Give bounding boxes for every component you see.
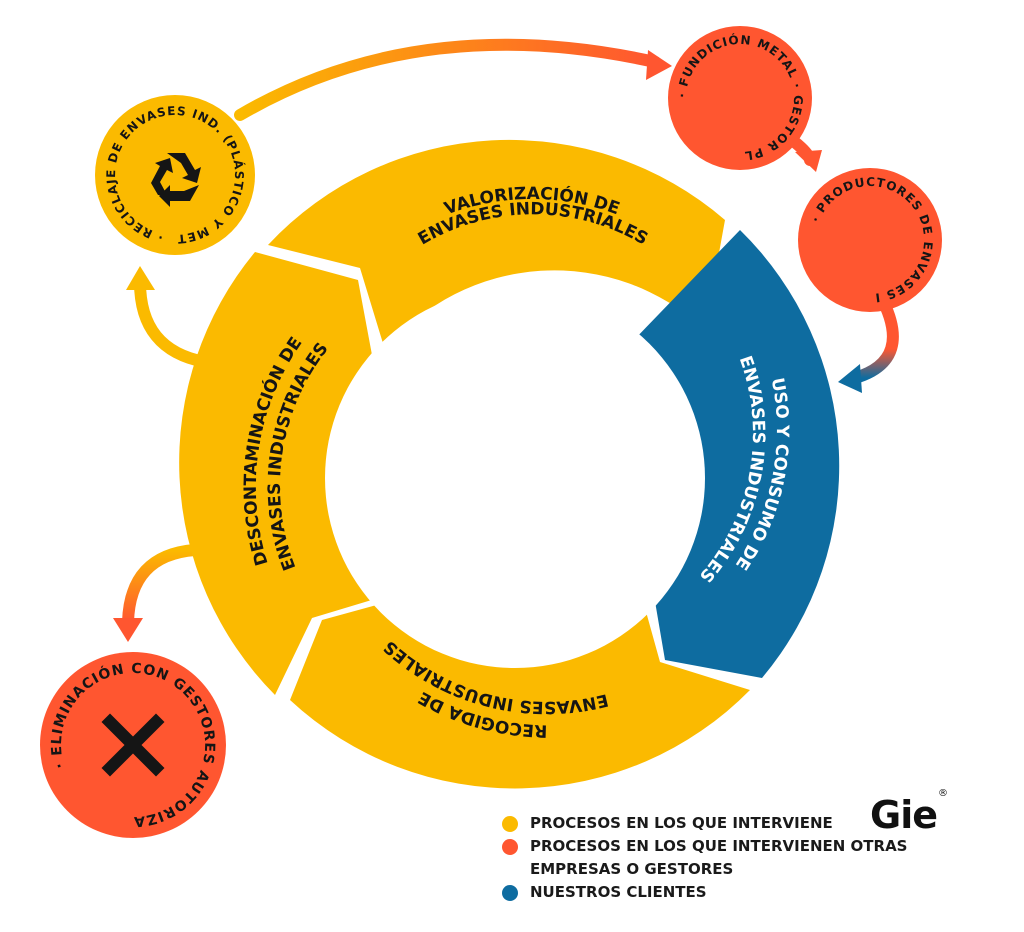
arrow-head-productores	[795, 150, 822, 172]
legend-dot-orange	[502, 839, 518, 855]
recycle-icon	[151, 153, 201, 207]
arrow-descont-eliminacion	[122, 544, 201, 628]
arrow-head-reciclaje	[126, 266, 155, 290]
legend-item-clientes: NUESTROS CLIENTES	[500, 881, 970, 904]
gie-logo-text: Gie	[870, 793, 938, 837]
gie-logo: Gie®	[870, 788, 948, 837]
segment-recogida	[290, 590, 750, 789]
legend-item-gie: PROCESOS EN LOS QUE INTERVIENE	[500, 812, 970, 835]
legend-item-otras: PROCESOS EN LOS QUE INTERVIENEN OTRAS EM…	[500, 835, 970, 881]
arrow-reciclaje-fundicion	[234, 38, 661, 121]
legend-dot-blue	[502, 885, 518, 901]
legend: PROCESOS EN LOS QUE INTERVIENE PROCESOS …	[500, 812, 970, 904]
ring-hole	[325, 288, 705, 668]
segment-valorizacion	[268, 139, 725, 350]
legend-text-gie: PROCESOS EN LOS QUE INTERVIENE	[530, 814, 833, 832]
arrow-head-eliminacion	[113, 618, 143, 642]
legend-text-otras: PROCESOS EN LOS QUE INTERVIENEN OTRAS EM…	[530, 837, 908, 878]
cross-icon	[101, 713, 165, 777]
arrow-descont-reciclaje	[134, 276, 211, 368]
legend-dot-yellow	[502, 816, 518, 832]
arrow-head-fundicion	[646, 50, 672, 80]
registered-mark: ®	[938, 788, 948, 800]
segment-descontaminacion	[179, 252, 388, 695]
legend-text-clientes: NUESTROS CLIENTES	[530, 883, 707, 901]
circle-reciclaje: · RECICLAJE DE ENVASES IND. (PLÁSTICO Y …	[0, 0, 255, 255]
arrow-head-uso	[838, 364, 862, 393]
segment-uso	[632, 230, 840, 678]
